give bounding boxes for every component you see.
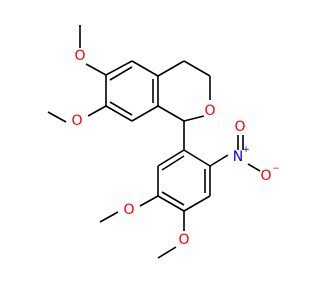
charge-minus: − [272, 164, 280, 174]
bond-double-inner [109, 66, 133, 81]
bond [131, 105, 159, 122]
atom-o-nitro: O [234, 119, 245, 135]
bond [99, 211, 119, 223]
bond [131, 60, 159, 77]
bond [105, 105, 133, 122]
atom-n-nitro: N [233, 149, 243, 165]
atom-o-methoxy-left: O [71, 113, 82, 129]
atom-o-methoxy-top: O [74, 48, 85, 64]
bond [85, 63, 107, 76]
molecule-structure: O O O N + O O − O O [47, 25, 280, 259]
charge-plus: + [242, 145, 250, 155]
atom-labels: O O O N + O O − O O [71, 48, 279, 248]
atom-o-ring: O [204, 103, 215, 119]
bond [157, 195, 185, 212]
bond [183, 195, 211, 212]
bond [157, 246, 177, 259]
bonds [47, 25, 261, 259]
bond [105, 60, 133, 76]
atom-o-methoxy-bottom: O [178, 232, 189, 248]
bond [183, 60, 211, 77]
bond [139, 195, 159, 207]
bond [87, 105, 107, 117]
bond [47, 111, 67, 123]
bond [157, 105, 185, 122]
bond [209, 154, 229, 167]
bond-double-inner [161, 191, 185, 206]
bond [247, 163, 261, 172]
atom-o-nitro-minus: O [260, 168, 271, 184]
bond-double-inner [109, 101, 133, 116]
bond-double-inner [161, 155, 185, 171]
bond [183, 115, 205, 122]
bond [183, 149, 211, 167]
atom-o-methoxy-bottom-left: O [123, 202, 134, 218]
bond [157, 149, 185, 167]
bond [157, 60, 185, 77]
